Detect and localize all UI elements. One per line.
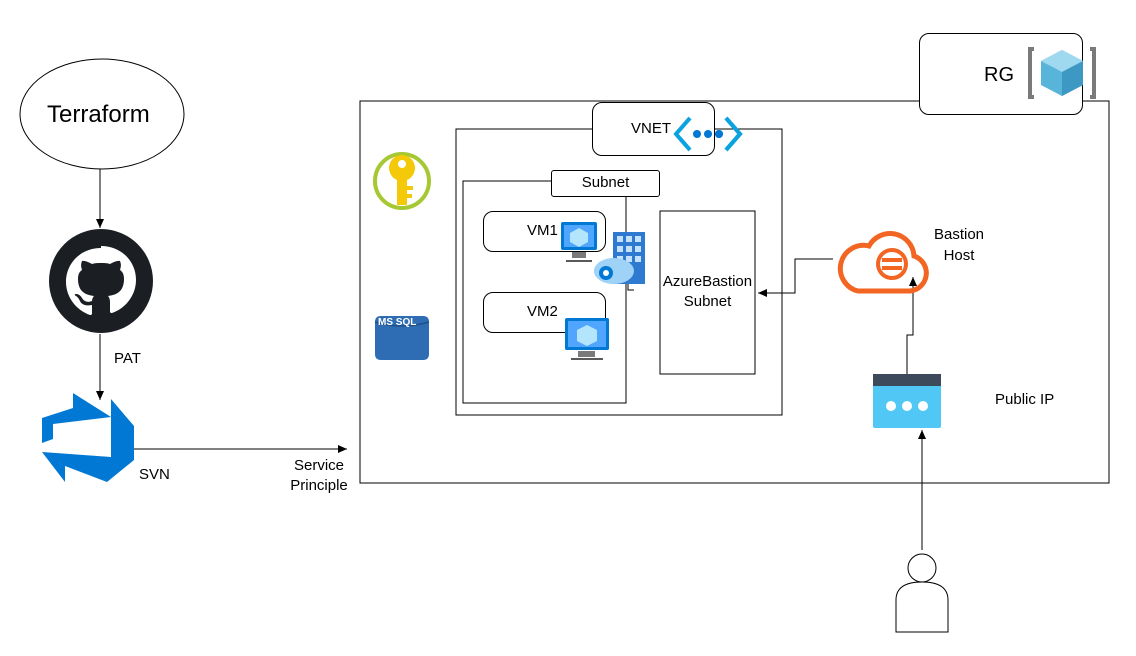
bastion-icon [837, 231, 929, 294]
ms-sql-label: MS SQL [378, 317, 417, 328]
rg-label: RG [984, 64, 1014, 86]
azure-bastion-label-line1: AzureBastion [662, 273, 753, 290]
subnet-label: Subnet [581, 174, 630, 191]
subnet-label-box [551, 170, 660, 197]
public-ip-icon [873, 374, 941, 428]
vnet-label: VNET [631, 120, 672, 137]
subnet-boundary [462, 180, 627, 404]
arrow-publicip-to-bastion [906, 277, 917, 374]
bastion-host-label-line1: Bastion [933, 226, 985, 243]
ms-sql-icon [374, 316, 430, 360]
terraform-label: Terraform [47, 101, 150, 128]
vm2-label: VM2 [527, 303, 558, 320]
arrow-bastion-to-subnet [758, 258, 833, 297]
bastion-host-label-line2: Host [943, 247, 975, 264]
public-ip-label: Public IP [995, 391, 1055, 408]
service-principle-label-line1: Service [293, 457, 345, 474]
resource-group-boundary [359, 100, 1110, 484]
terraform-node [19, 58, 185, 170]
github-icon [49, 229, 153, 333]
vm1-label: VM1 [527, 222, 558, 239]
service-principle-label-line2: Principle [290, 477, 348, 494]
azure-bastion-label-line2: Subnet [683, 293, 732, 310]
pat-label: PAT [114, 350, 141, 367]
user-icon [895, 553, 949, 633]
azure-bastion-subnet-box [659, 210, 756, 375]
svn-label: SVN [139, 466, 170, 483]
key-vault-icon [373, 152, 431, 210]
azure-devops-icon [42, 393, 134, 482]
vnet-label-box [592, 102, 715, 156]
